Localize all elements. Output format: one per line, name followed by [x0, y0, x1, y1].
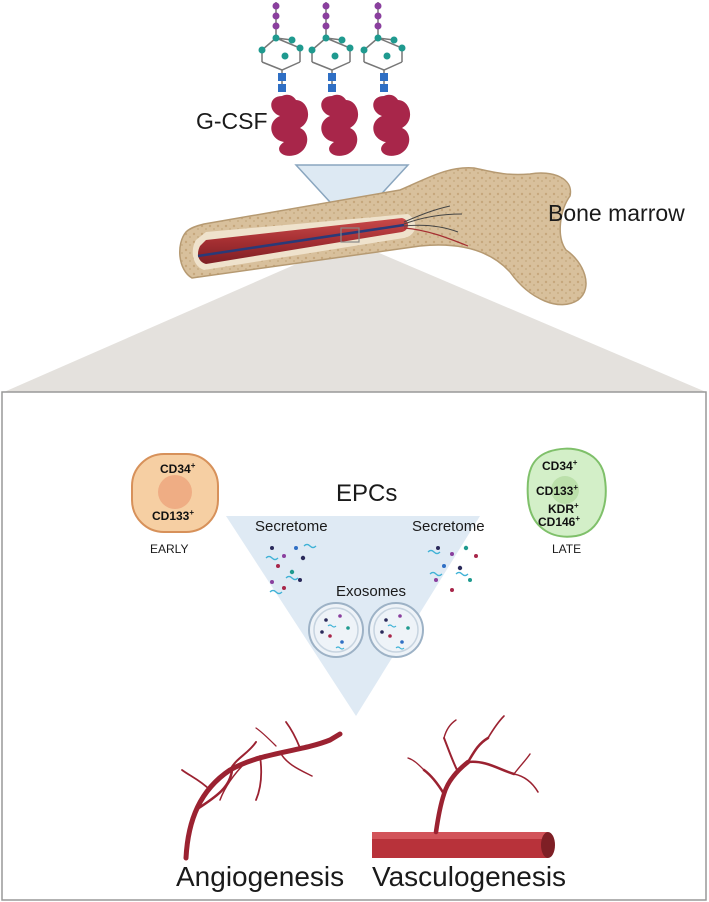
- late-label: LATE: [552, 542, 582, 556]
- zoom-funnel: [4, 244, 706, 392]
- late-marker-cd34: CD34+: [542, 458, 578, 473]
- early-epc-cell: [131, 453, 219, 533]
- secretome-label-right: Secretome: [412, 518, 485, 535]
- early-marker-cd34: CD34+: [160, 461, 196, 476]
- early-marker-cd133: CD133+: [152, 508, 195, 523]
- late-epc-cell: [526, 447, 607, 538]
- exosome-right: [368, 602, 424, 658]
- late-marker-cd133: CD133+: [536, 483, 579, 498]
- glycoprotein-3: [360, 2, 411, 156]
- g-csf-molecules: [258, 2, 411, 156]
- secretome-particles-left: [265, 543, 317, 595]
- bone-illustration: [179, 167, 587, 306]
- exosome-left: [308, 602, 364, 658]
- exosomes-label: Exosomes: [336, 583, 407, 600]
- angiogenesis-vessels: [181, 721, 343, 861]
- late-marker-cd146: CD146+: [538, 514, 581, 529]
- late-marker-kdr: KDR+: [548, 501, 579, 516]
- g-csf-label: G-CSF: [196, 108, 268, 134]
- secretome-label-left: Secretome: [255, 518, 328, 535]
- glycoprotein-1: [258, 2, 309, 156]
- zoom-region-box: [340, 227, 360, 243]
- angiogenesis-label: Angiogenesis: [176, 861, 345, 892]
- epcs-label: EPCs: [336, 480, 398, 507]
- glycoprotein-2: [308, 2, 359, 156]
- vasculogenesis-label: Vasculogenesis: [372, 861, 567, 892]
- vasculogenesis-vessel: [372, 715, 555, 858]
- bone-marrow-label: Bone marrow: [548, 200, 685, 226]
- secretome-particles-right: [427, 545, 478, 592]
- early-label: EARLY: [150, 542, 189, 556]
